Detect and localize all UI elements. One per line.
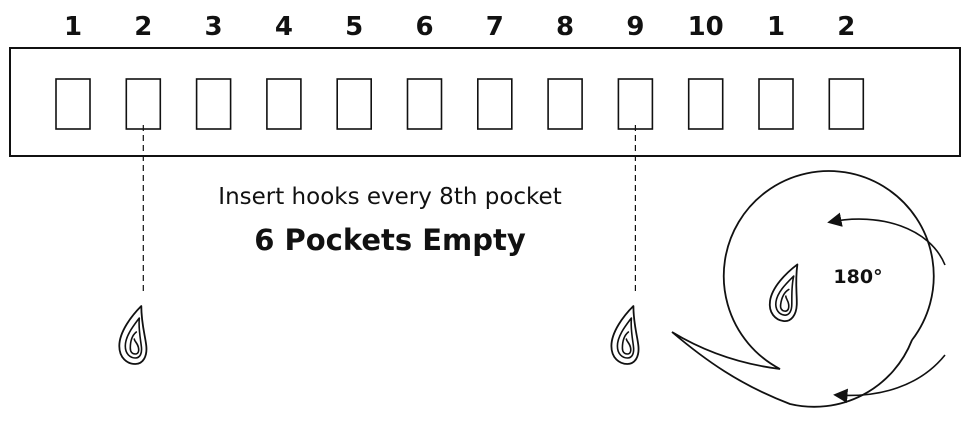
- pocket: [689, 79, 723, 129]
- pocket-number: 6: [415, 12, 433, 42]
- pocket: [267, 79, 301, 129]
- pocket: [408, 79, 442, 129]
- pocket-number: 5: [345, 12, 363, 42]
- pocket-number: 8: [556, 12, 574, 42]
- pocket-number: 9: [626, 12, 644, 42]
- hook-icon: [611, 306, 638, 364]
- pocket-number: 2: [837, 12, 855, 42]
- pocket-number: 7: [486, 12, 504, 42]
- pocket: [56, 79, 90, 129]
- pocket-number: 1: [64, 12, 82, 42]
- pocket: [548, 79, 582, 129]
- pocket: [126, 79, 160, 129]
- pocket-number: 3: [205, 12, 223, 42]
- rotation-callout: 180°: [672, 171, 945, 407]
- pocket: [478, 79, 512, 129]
- empty-pockets-headline: 6 Pockets Empty: [254, 223, 526, 257]
- pocket-strip: [10, 48, 960, 156]
- callout-bubble: [672, 171, 934, 407]
- pocket-number: 1: [767, 12, 785, 42]
- pocket: [197, 79, 231, 129]
- pocket: [618, 79, 652, 129]
- rotation-label: 180°: [833, 266, 882, 288]
- pocket-number: 4: [275, 12, 293, 42]
- pocket: [337, 79, 371, 129]
- hook-icon: [119, 306, 146, 364]
- pocket: [759, 79, 793, 129]
- pocket-number: 2: [134, 12, 152, 42]
- pocket: [829, 79, 863, 129]
- instruction-caption: Insert hooks every 8th pocket: [218, 184, 561, 210]
- pocket-number: 10: [688, 12, 724, 42]
